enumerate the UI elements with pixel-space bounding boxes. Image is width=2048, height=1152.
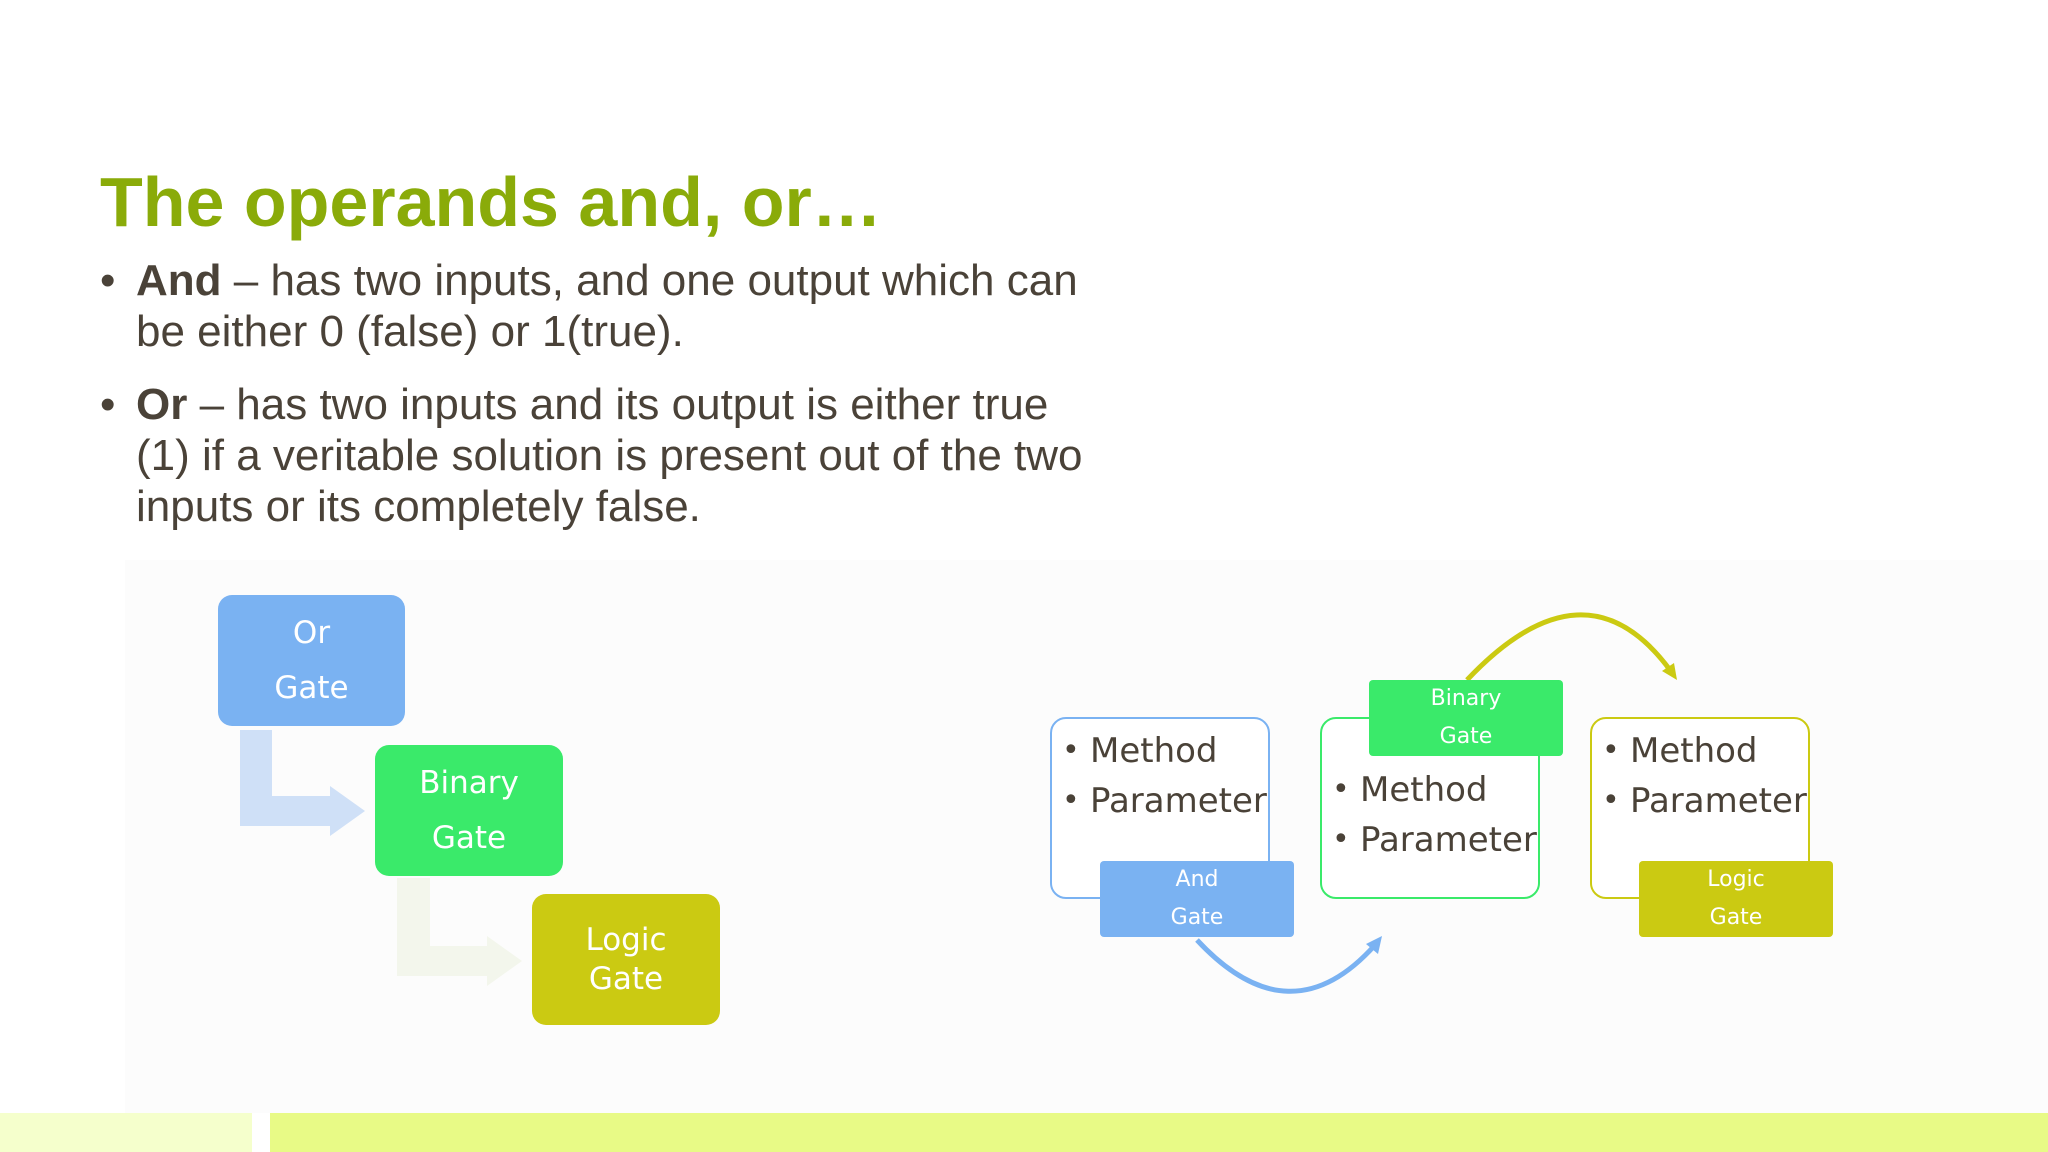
cycle-arrow-olive — [1465, 612, 1673, 682]
tab-label-line2: Gate — [1439, 724, 1493, 749]
bullet-dot: • — [100, 256, 116, 305]
bullet-dot: • — [100, 380, 116, 429]
cycle-card-item: • Method — [1322, 765, 1538, 815]
item-text: Method — [1090, 731, 1218, 771]
item-text: Method — [1360, 770, 1488, 810]
cycle-card-item: • Parameter — [1592, 776, 1808, 826]
cycle-card-item: • Method — [1592, 726, 1808, 776]
footer-bar-left — [0, 1113, 252, 1152]
item-text: Parameter — [1630, 781, 1807, 821]
footer-bar-right — [270, 1113, 2048, 1152]
bullet-text: – has two inputs, and one output which c… — [136, 256, 1078, 356]
tab-label-line1: And — [1175, 867, 1219, 892]
step-label-line2: Gate — [431, 819, 507, 856]
cycle-arrow-blue — [1195, 938, 1377, 994]
bullet-dot: • — [1332, 772, 1350, 807]
bullet-dot: • — [1332, 822, 1350, 857]
process-step-binary-gate: Binary Gate — [375, 745, 563, 876]
cycle-card-list: • Method • Parameter — [1322, 765, 1538, 865]
bullet-term: And — [136, 256, 222, 305]
step-label-line1: Or — [292, 614, 331, 651]
item-text: Parameter — [1090, 781, 1267, 821]
item-text: Method — [1630, 731, 1758, 771]
item-text: Parameter — [1360, 820, 1537, 860]
cycle-card-item: • Parameter — [1052, 776, 1268, 826]
bullet-dot: • — [1602, 733, 1620, 768]
bullet-list: • And – has two inputs, and one output w… — [100, 255, 1100, 554]
bullet-or: • Or – has two inputs and its output is … — [100, 379, 1100, 532]
process-step-logic-gate: Logic Gate — [532, 894, 720, 1025]
cycle-card-item: • Parameter — [1322, 815, 1538, 865]
cycle-arrow-olive-head — [1662, 663, 1677, 680]
bullet-dot: • — [1062, 733, 1080, 768]
step-label-line1: Logic — [585, 921, 667, 958]
step-label-line2: Gate — [274, 669, 349, 706]
tab-label-line1: Logic — [1707, 867, 1765, 892]
bullet-dot: • — [1062, 783, 1080, 818]
cycle-tab-logic-gate: Logic Gate — [1639, 861, 1833, 937]
cycle-card-item: • Method — [1052, 726, 1268, 776]
cycle-tab-and-gate: And Gate — [1100, 861, 1294, 937]
tab-label-line2: Gate — [1709, 905, 1763, 930]
cycle-card-list: • Method • Parameter — [1592, 726, 1808, 826]
process-arrow-1 — [240, 730, 365, 836]
process-arrow-2 — [397, 878, 522, 986]
slide-title: The operands and, or… — [100, 163, 882, 241]
cycle-tab-binary-gate: Binary Gate — [1369, 680, 1563, 756]
tab-label-line1: Binary — [1430, 686, 1502, 711]
cycle-card-list: • Method • Parameter — [1052, 726, 1268, 826]
bullet-and: • And – has two inputs, and one output w… — [100, 255, 1100, 357]
process-step-or-gate: Or Gate — [218, 595, 405, 726]
step-label-line1: Binary — [419, 764, 519, 801]
tab-label-line2: Gate — [1170, 905, 1224, 930]
bullet-text: – has two inputs and its output is eithe… — [136, 380, 1083, 531]
step-label-line2: Gate — [588, 960, 664, 997]
bullet-term: Or — [136, 380, 188, 429]
cycle-arrow-blue-head — [1366, 936, 1382, 954]
bullet-dot: • — [1602, 783, 1620, 818]
